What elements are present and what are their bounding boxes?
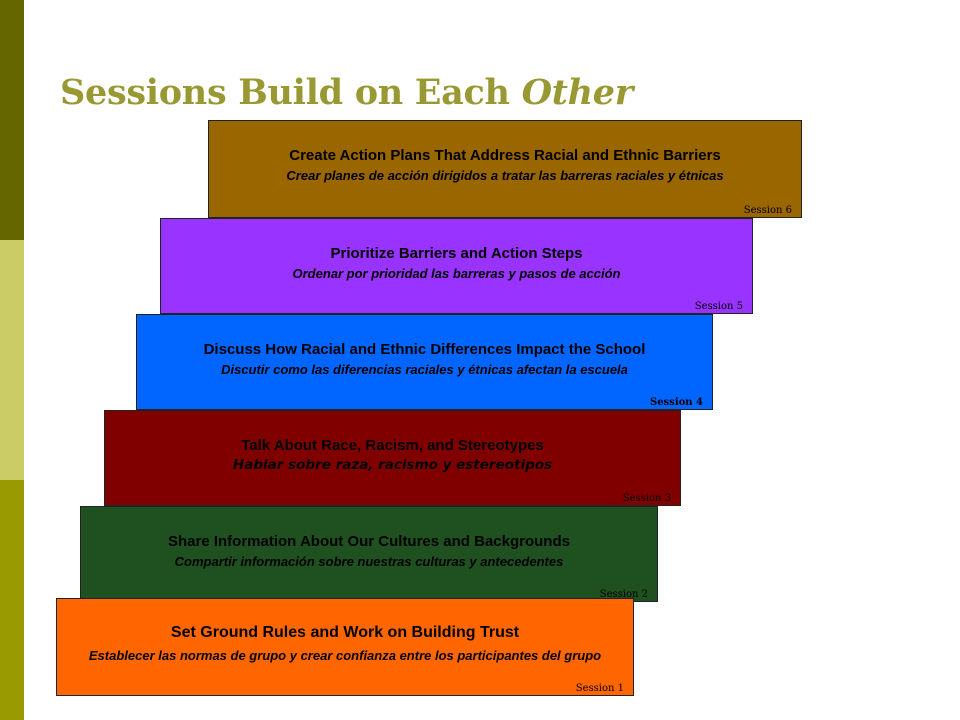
step-title-en: Share Information About Our Cultures and… [168,533,570,550]
session-label: Session 2 [599,589,648,600]
side-bar-bottom [0,480,24,720]
page-title: Sessions Build on Each Other [60,72,633,113]
step-session-2: Share Information About Our Cultures and… [80,506,658,602]
step-session-5: Prioritize Barriers and Action Steps Ord… [160,218,753,314]
step-title-en: Prioritize Barriers and Action Steps [330,245,583,262]
step-title-en: Talk About Race, Racism, and Stereotypes [241,437,544,454]
step-session-3: Talk About Race, Racism, and Stereotypes… [104,410,681,506]
step-session-6: Create Action Plans That Address Racial … [208,120,802,218]
step-session-1: Set Ground Rules and Work on Building Tr… [56,598,634,696]
step-title-es: Compartir información sobre nuestras cul… [174,554,564,569]
title-emphasis: Other [521,72,634,113]
step-session-4: Discuss How Racial and Ethnic Difference… [136,314,713,410]
session-label: Session 5 [694,301,743,312]
step-title-es: Crear planes de acción dirigidos a trata… [286,168,724,183]
side-bar-top [0,0,24,240]
title-main: Sessions Build on Each [60,72,522,113]
session-label: Session 3 [622,493,671,504]
side-bar-middle [0,240,24,480]
step-title-en: Discuss How Racial and Ethnic Difference… [203,341,646,358]
step-title-es: Ordenar por prioridad las barreras y pas… [292,266,621,281]
session-label: Session 6 [743,205,792,216]
step-title-es: Hablar sobre raza, racismo y estereotipo… [232,457,553,473]
step-title-es: Establecer las normas de grupo y crear c… [88,648,602,663]
step-title-en: Set Ground Rules and Work on Building Tr… [170,624,520,641]
step-title-es: Discutir como las diferencias raciales y… [221,362,628,377]
step-title-en: Create Action Plans That Address Racial … [289,147,721,164]
session-label: Session 1 [575,683,624,694]
session-label: Session 4 [649,397,703,408]
